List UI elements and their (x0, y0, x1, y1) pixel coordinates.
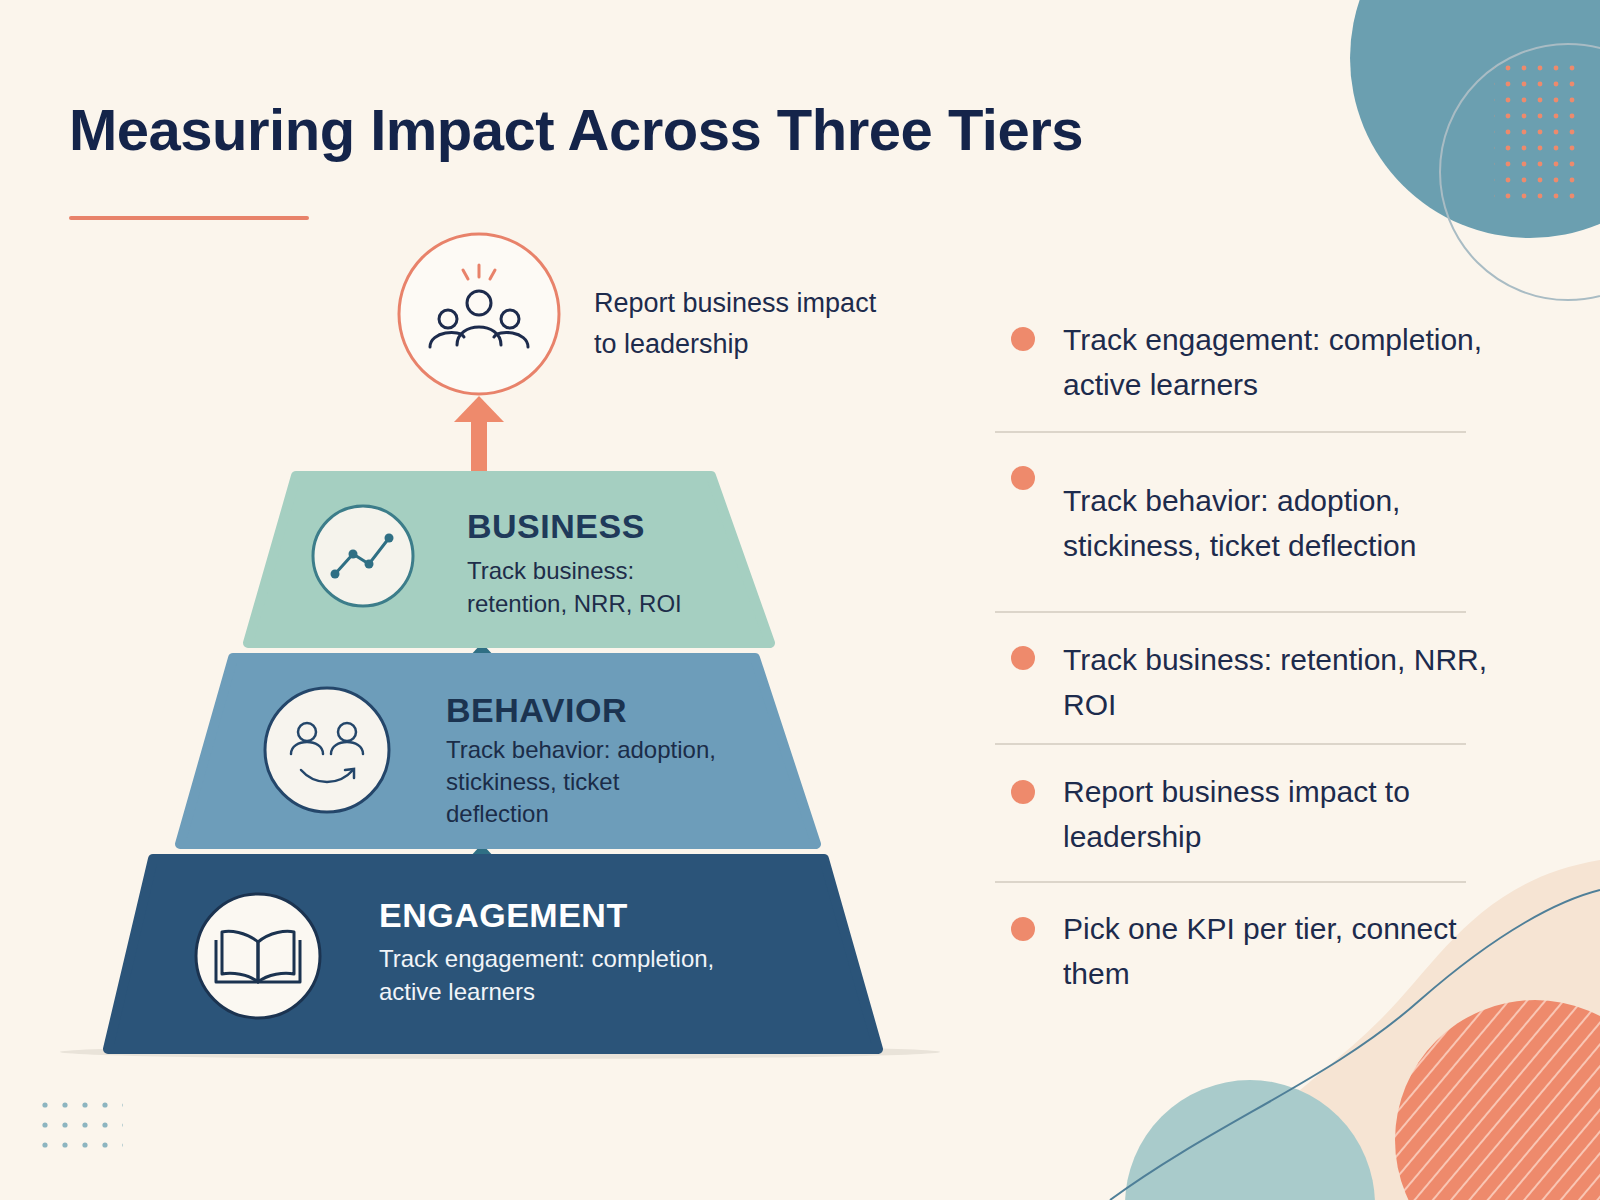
node-text: Track engagement: completion, active lea… (379, 942, 734, 1008)
title: Measuring Impact Across Three Tiers (69, 96, 1083, 163)
list-item: Report business impact to leadership (1063, 769, 1493, 859)
bullet-dots (1011, 327, 1035, 941)
deco-circle (1350, 0, 1600, 238)
tier-band: ENGAGEMENT Track engagement: completion, … (108, 859, 878, 1049)
tier-heading: BUSINESS (467, 506, 757, 546)
goal-node: Report business impact to leadership (398, 233, 898, 396)
dot-grid (35, 1102, 123, 1150)
list-item: Track engagement: completion, active lea… (1063, 317, 1493, 407)
list-item: Pick one KPI per tier, connect them (1063, 906, 1493, 996)
deco-circle (1125, 1080, 1375, 1200)
tier-heading: ENGAGEMENT (379, 895, 739, 935)
tier-heading: BEHAVIOR (446, 690, 746, 730)
tier-arrow (454, 396, 504, 476)
tier-band: BEHAVIORTrack behavior: adoption, sticki… (180, 658, 816, 844)
deco-hatched-circle (1395, 1000, 1600, 1200)
dot-grid (1494, 58, 1578, 208)
trapezoid (180, 658, 816, 844)
list-item: Track business: retention, NRR, ROI (1063, 637, 1493, 727)
deco-ring (1440, 44, 1600, 300)
trapezoid (108, 859, 878, 1049)
node-text: Track behavior: adoption, stickiness, ti… (446, 734, 718, 830)
trapezoid (248, 476, 770, 643)
title-underline (69, 216, 309, 220)
node-text: Track business: retention, NRR, ROI (467, 554, 729, 620)
tier-band: BUSINESS Track business: retention, NRR, … (248, 476, 770, 643)
list-item: Track behavior: adoption, stickiness, ti… (1063, 478, 1493, 568)
node-text: Report business impact to leadership (594, 283, 884, 365)
